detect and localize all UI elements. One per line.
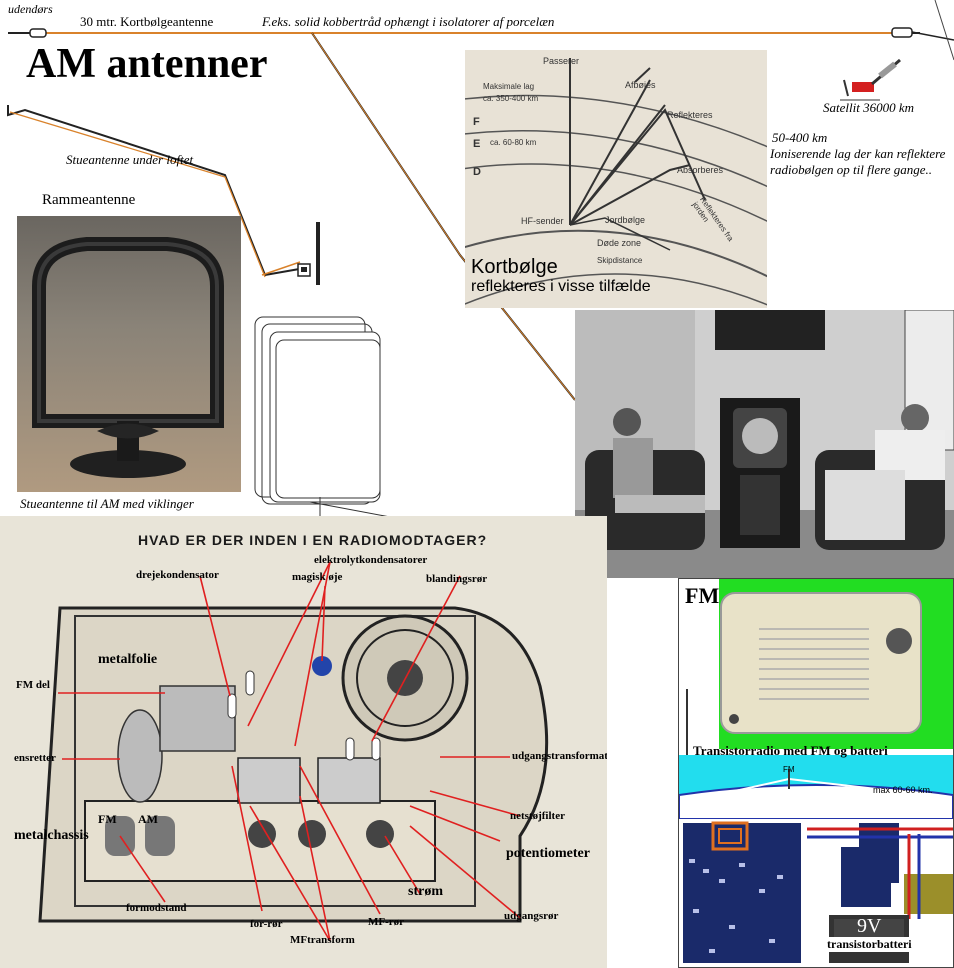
layer-top-range: ca. 350-400 km xyxy=(483,94,539,103)
fm-caption: Transistorradio med FM og batteri xyxy=(693,743,888,758)
fm-mast-label: FM xyxy=(783,765,795,774)
callout-potentiometer: potentiometer xyxy=(506,846,590,861)
ionosphere-range: 50-400 km xyxy=(772,130,828,145)
callout-udgangsroer: udgangsrør xyxy=(504,910,559,922)
layer-mid-range: ca. 60-80 km xyxy=(490,138,537,147)
layer-d: D xyxy=(473,166,481,178)
fm-panel: FM Transistorradio med FM og batteri FM … xyxy=(678,578,954,968)
callout-strom: strøm xyxy=(408,884,443,899)
hf-sender-label: HF-sender xyxy=(521,216,564,226)
callout-fm: FM xyxy=(98,812,117,826)
fm-range: max 60-60 km. xyxy=(873,785,933,795)
antenna-label: 30 mtr. Kortbølgeantenne xyxy=(80,14,214,29)
loop-antenna-label: Rammeantenne xyxy=(42,192,136,208)
ionosphere-text: Ioniserende lag der kan reflektere radio… xyxy=(770,146,946,177)
layer-f: F xyxy=(473,116,480,128)
outdoor-label: udendørs xyxy=(8,2,53,16)
living-room-photo xyxy=(575,310,954,578)
callout-for-roer: for-rør xyxy=(250,918,283,930)
callout-drejekondensator: drejekondensator xyxy=(136,569,219,581)
layer-e: E xyxy=(473,138,481,150)
absorberes-label: Absorberes xyxy=(677,165,724,175)
shortwave-diagram: Passerer Afbøjes Maksimale lag ca. 350-4… xyxy=(465,50,767,308)
callout-am: AM xyxy=(138,812,158,826)
radio-heading: HVAD ER DER INDEN I EN RADIOMODTAGER? xyxy=(138,532,488,548)
layer-top-label: Maksimale lag xyxy=(483,82,535,91)
callout-magisk-oeje: magisk øje xyxy=(292,571,343,583)
wire-label: F.eks. solid kobbertråd ophængt i isolat… xyxy=(262,14,555,29)
passerer-label: Passerer xyxy=(543,56,580,66)
page-title: AM antenner xyxy=(26,41,268,87)
shortwave-title: Kortbølge xyxy=(471,256,558,278)
jordboelge-label: Jordbølge xyxy=(605,215,646,225)
callout-udgangstransformator: udgangstransformator xyxy=(512,750,607,762)
battery-label: 9V xyxy=(857,915,882,937)
coil-antenna-drawing xyxy=(254,316,390,517)
callout-mftransform: MFtransform xyxy=(290,934,355,946)
callout-elektrolyt: elektrolytkondensatorer xyxy=(314,554,428,566)
skipdistance-label: Skipdistance xyxy=(597,256,643,265)
callout-ensretter: ensretter xyxy=(14,752,56,764)
satellite-icon xyxy=(840,58,901,101)
satellite-label: Satellit 36000 km xyxy=(823,100,914,115)
ceiling-antenna-label: Stueantenne under loftet xyxy=(66,152,194,167)
battery-caption: transistorbatteri xyxy=(825,937,914,952)
shortwave-subtitle: reflekteres i visse tilfælde xyxy=(471,278,651,295)
loop-antenna-photo xyxy=(17,216,241,492)
afboejes-label: Afbøjes xyxy=(625,80,656,90)
callout-metalfolie: metalfolie xyxy=(98,652,158,667)
callout-netstoejfilter: netstøjfilter xyxy=(510,810,565,822)
reflekteres-label: Reflekteres xyxy=(667,110,713,120)
callout-formodstand: formodstand xyxy=(126,902,187,914)
antenna-wire-diagram xyxy=(7,0,954,401)
callout-blandingsroer: blandingsrør xyxy=(426,573,488,585)
callout-fm-del: FM del xyxy=(16,679,50,691)
doede-zone-label: Døde zone xyxy=(597,238,642,248)
callout-metalchassis: metalchassis xyxy=(14,828,89,843)
fm-label: FM xyxy=(685,583,720,608)
radio-interior-illustration: HVAD ER DER INDEN I EN RADIOMODTAGER? dr… xyxy=(0,516,607,968)
coil-antenna-label: Stueantenne til AM med viklinger xyxy=(20,496,194,511)
callout-mf-roer: MF-rør xyxy=(368,916,405,928)
